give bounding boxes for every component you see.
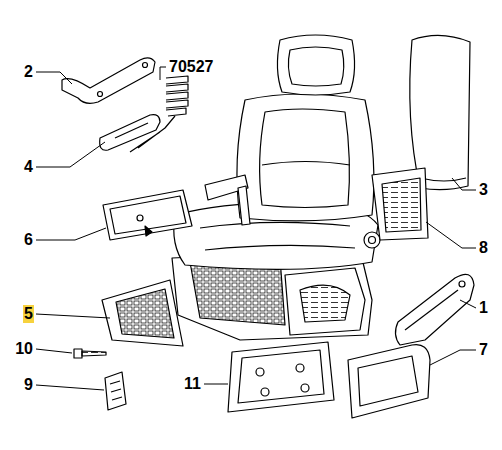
callout-number: 4 bbox=[23, 158, 34, 176]
leader-line bbox=[36, 142, 105, 167]
trim-edge bbox=[405, 290, 458, 330]
headrest bbox=[277, 35, 354, 95]
hole bbox=[98, 92, 103, 97]
callout-number: 7 bbox=[478, 341, 489, 359]
side-trim bbox=[395, 274, 474, 345]
tray-inner bbox=[238, 350, 324, 403]
leader-line bbox=[36, 228, 106, 240]
callout-number: 6 bbox=[23, 231, 34, 249]
base-detail bbox=[300, 285, 350, 322]
leader-line bbox=[430, 350, 476, 365]
cushion-seam bbox=[200, 222, 355, 250]
backrest-seam bbox=[260, 109, 350, 208]
bracket-slot bbox=[115, 123, 148, 138]
callout-number: 8 bbox=[478, 239, 489, 257]
side-panel-rim bbox=[358, 356, 418, 406]
callout-number: 70527 bbox=[168, 58, 215, 76]
adjust-knob bbox=[364, 232, 380, 248]
grille bbox=[382, 178, 421, 232]
leader-line bbox=[36, 349, 72, 353]
callout-number: 3 bbox=[478, 181, 489, 199]
hole bbox=[143, 63, 148, 68]
callout-number: 10 bbox=[14, 340, 34, 358]
base-cover bbox=[285, 268, 365, 335]
bolt bbox=[74, 349, 82, 358]
leader-lines bbox=[36, 67, 476, 390]
callout-number: 9 bbox=[23, 376, 34, 394]
grille-panel bbox=[102, 280, 183, 346]
panel bbox=[103, 190, 192, 240]
leader-line bbox=[204, 384, 228, 385]
hole bbox=[296, 364, 304, 372]
leader-line bbox=[426, 222, 476, 248]
back-cover-rim bbox=[420, 178, 466, 181]
hole bbox=[301, 384, 309, 392]
adjust-knob bbox=[369, 237, 376, 244]
leader-line bbox=[36, 72, 72, 84]
hole bbox=[137, 215, 143, 221]
clip bbox=[145, 226, 152, 236]
leader-line bbox=[160, 67, 166, 80]
leader-line bbox=[460, 300, 476, 308]
callout-number: 2 bbox=[23, 63, 34, 81]
callout-number: 11 bbox=[183, 375, 202, 393]
tray bbox=[228, 342, 334, 412]
back-cover bbox=[410, 35, 470, 189]
side-panel bbox=[348, 345, 430, 418]
clip-detail bbox=[110, 381, 122, 400]
leader-line bbox=[36, 314, 110, 318]
hole bbox=[261, 388, 269, 396]
armrest-support bbox=[238, 186, 250, 225]
callout-number: 5 bbox=[23, 305, 34, 323]
armrest-cover bbox=[62, 58, 155, 103]
bracket bbox=[100, 115, 160, 151]
leader-line bbox=[452, 178, 476, 190]
backrest bbox=[237, 94, 374, 221]
hole bbox=[459, 281, 465, 287]
backrest-seam bbox=[262, 162, 350, 166]
hole bbox=[256, 368, 264, 376]
cable-coil bbox=[166, 76, 188, 116]
callout-number: 1 bbox=[478, 299, 489, 317]
grille bbox=[116, 289, 174, 338]
bolt-shank bbox=[82, 351, 106, 356]
headrest-seam bbox=[288, 47, 343, 86]
leader-line bbox=[36, 385, 104, 390]
clip bbox=[105, 372, 126, 410]
grille-cover bbox=[372, 168, 428, 240]
